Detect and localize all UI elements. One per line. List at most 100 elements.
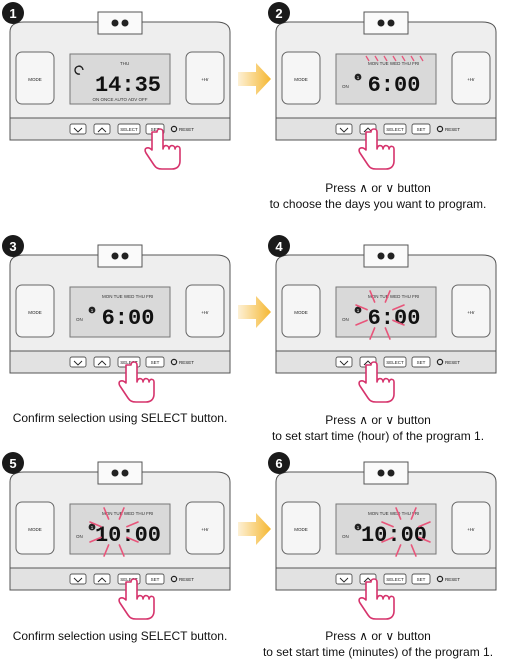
set-button[interactable]: SET	[411, 123, 431, 135]
blink-ray	[395, 544, 402, 557]
mode-button-label: MODE	[294, 527, 308, 532]
blink-ray	[419, 55, 424, 62]
down-button[interactable]	[335, 356, 353, 368]
set-button[interactable]: SET	[145, 356, 165, 368]
pointing-hand-icon	[358, 361, 395, 403]
top-tab	[363, 244, 409, 268]
reset-label: RESET	[179, 577, 194, 582]
plus-hour-label: +Hr	[201, 527, 209, 532]
blink-ray	[118, 507, 125, 520]
blink-ray	[374, 55, 379, 62]
pointing-hand-icon	[358, 578, 395, 620]
up-button[interactable]	[93, 123, 111, 135]
top-tab	[97, 11, 143, 35]
caption-line: Confirm selection using SELECT button.	[12, 411, 228, 425]
set-button-label: SET	[151, 127, 160, 132]
set-button[interactable]: SET	[411, 356, 431, 368]
program-number: 1	[91, 308, 94, 313]
plus-hour-button[interactable]: +Hr	[451, 51, 491, 105]
program-number-icon	[354, 73, 362, 81]
mode-button[interactable]: MODE	[15, 501, 55, 555]
chevron-down-icon	[73, 127, 83, 133]
hand-pointer	[118, 361, 155, 403]
power-icon	[377, 469, 385, 477]
mode-button[interactable]: MODE	[281, 501, 321, 555]
mode-button[interactable]: MODE	[15, 51, 55, 105]
down-button[interactable]	[69, 573, 87, 585]
caption-line: to set start time (minutes) of the progr…	[262, 645, 494, 659]
up-button[interactable]	[93, 356, 111, 368]
pointing-hand-icon	[118, 361, 155, 403]
lcd-days: MON TUE WED THU FRI	[368, 511, 419, 516]
reset-button[interactable]: RESET	[436, 575, 460, 583]
select-button[interactable]: SELECT	[383, 356, 407, 368]
blink-ray	[418, 521, 431, 528]
up-button[interactable]	[93, 573, 111, 585]
blink-ray	[392, 319, 405, 326]
pointing-hand-icon	[118, 578, 155, 620]
refresh-icon	[74, 65, 84, 75]
mode-button[interactable]: MODE	[15, 284, 55, 338]
blink-highlight	[381, 507, 431, 557]
next-step-arrow-icon	[238, 512, 272, 546]
reset-button[interactable]: RESET	[436, 125, 460, 133]
blink-ray	[103, 544, 110, 557]
hand-pointer	[358, 361, 395, 403]
select-button[interactable]: SELECT	[117, 123, 141, 135]
reset-button[interactable]: RESET	[170, 575, 194, 583]
select-button[interactable]: SELECT	[383, 123, 407, 135]
blink-ray	[384, 290, 391, 303]
mode-button-label: MODE	[294, 77, 308, 82]
caption-line: Press ∧ or ∨ button	[325, 629, 431, 643]
reset-label: RESET	[179, 360, 194, 365]
chevron-down-icon	[339, 360, 349, 366]
caption-line: Press ∧ or ∨ button	[325, 181, 431, 195]
reset-button[interactable]: RESET	[436, 358, 460, 366]
blink-highlight	[89, 507, 139, 557]
program-number: 1	[357, 75, 360, 80]
plus-hour-button[interactable]: +Hr	[185, 284, 225, 338]
chevron-up-icon	[97, 360, 107, 366]
lcd-on-label: ON	[342, 317, 349, 322]
select-button-label: SELECT	[386, 360, 404, 365]
down-button[interactable]	[69, 356, 87, 368]
blink-ray	[369, 290, 376, 303]
down-button[interactable]	[69, 123, 87, 135]
pointing-hand-icon	[358, 128, 395, 170]
program-number-icon	[88, 523, 96, 531]
reset-button[interactable]: RESET	[170, 358, 194, 366]
blink-ray	[401, 55, 406, 62]
blink-ray	[418, 536, 431, 543]
set-button[interactable]: SET	[145, 573, 165, 585]
blink-ray	[355, 319, 368, 326]
down-button[interactable]	[335, 573, 353, 585]
select-button[interactable]: SELECT	[383, 573, 407, 585]
select-button-label: SELECT	[120, 360, 138, 365]
caption-line: Press ∧ or ∨ button	[325, 413, 431, 427]
lcd-time: 10:00	[95, 523, 161, 548]
pointing-hand-icon	[144, 128, 181, 170]
lcd-time: 6:00	[368, 73, 421, 98]
plus-hour-button[interactable]: +Hr	[451, 501, 491, 555]
mode-button-label: MODE	[294, 310, 308, 315]
mode-button[interactable]: MODE	[281, 284, 321, 338]
blink-ray	[381, 521, 394, 528]
step-number-badge: 6	[268, 452, 290, 474]
set-button[interactable]: SET	[411, 573, 431, 585]
plus-hour-button[interactable]: +Hr	[185, 501, 225, 555]
mode-button[interactable]: MODE	[281, 51, 321, 105]
down-button[interactable]	[335, 123, 353, 135]
reset-button[interactable]: RESET	[170, 125, 194, 133]
lcd-days: MON TUE WED THU FRI	[102, 294, 153, 299]
plus-hour-button[interactable]: +Hr	[185, 51, 225, 105]
chevron-up-icon	[97, 577, 107, 583]
mode-button-label: MODE	[28, 77, 42, 82]
plus-hour-button[interactable]: +Hr	[451, 284, 491, 338]
status-icon	[121, 19, 129, 27]
plus-hour-label: +Hr	[467, 310, 475, 315]
select-button-label: SELECT	[120, 127, 138, 132]
